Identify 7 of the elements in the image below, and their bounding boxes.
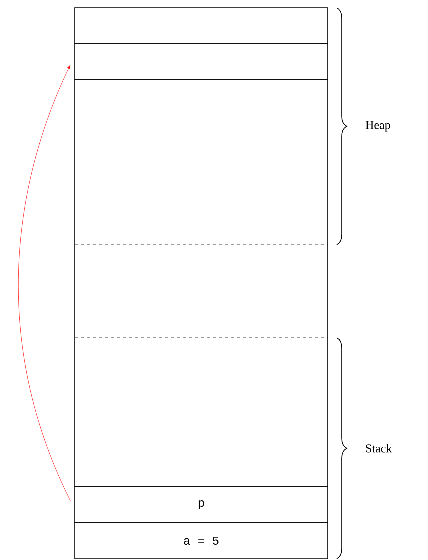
- region-label: Stack: [366, 444, 392, 453]
- region-label: Heap: [366, 121, 390, 132]
- memory-cell: a = 5: [74, 522, 328, 560]
- memory-cell: [74, 8, 328, 44]
- memory-cell: [74, 44, 328, 80]
- curved-arrow: [18, 65, 71, 502]
- memory-cell: p: [74, 486, 328, 524]
